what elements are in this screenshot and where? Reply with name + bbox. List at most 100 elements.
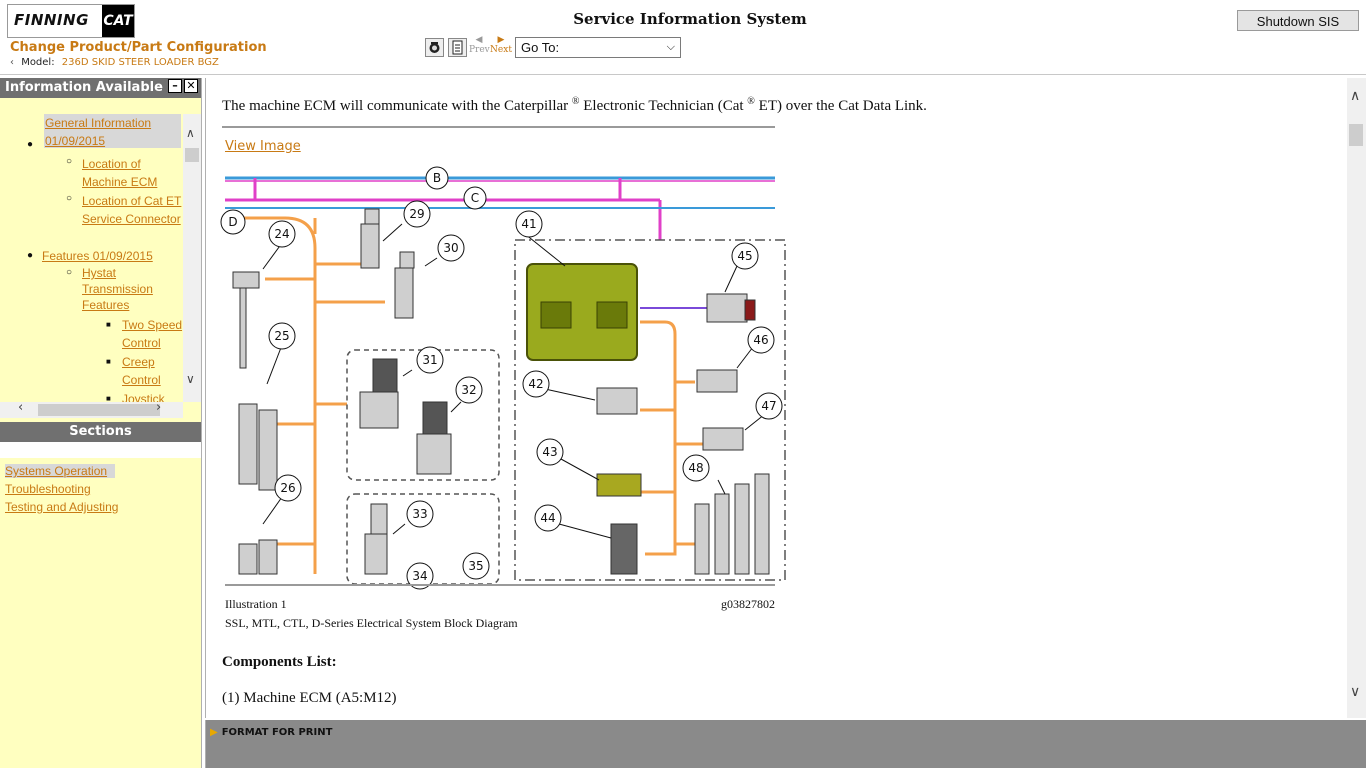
minimize-button[interactable]: –	[168, 79, 182, 93]
sections-separator	[0, 442, 201, 458]
circle-bullet-icon: ○	[66, 267, 73, 278]
tree-label-loc-ecm-line2: Machine ECM	[82, 175, 158, 189]
next-button[interactable]: ▶ Next	[490, 36, 512, 56]
toolbar-icon-button[interactable]	[425, 38, 444, 57]
illustration-caption: SSL, MTL, CTL, D-Series Electrical Syste…	[225, 616, 518, 630]
ecm-enclosure	[514, 239, 786, 581]
tree-item-location-machine-ecm[interactable]: Location of Machine ECM	[82, 155, 157, 191]
tree-item-general-information[interactable]: General Information 01/09/2015	[45, 114, 151, 150]
harness-wire	[265, 218, 317, 281]
information-tree: General Information 01/09/2015 ● ○ Locat…	[0, 114, 183, 406]
format-for-print-button[interactable]: ▶FORMAT FOR PRINT	[210, 727, 332, 738]
ecm-connector	[596, 301, 628, 329]
format-for-print-label: FORMAT FOR PRINT	[221, 727, 333, 738]
divider	[225, 584, 775, 586]
left-panel: Information Available – ✕ General Inform…	[0, 78, 202, 768]
tree-label-two-speed-line1: Two Speed	[122, 318, 183, 332]
goto-select[interactable]: Go To: ⌵	[515, 37, 681, 58]
change-configuration-link[interactable]: Change Product/Part Configuration	[10, 40, 267, 55]
scroll-thumb[interactable]	[185, 148, 199, 162]
arrow-right-icon: ▶	[210, 727, 218, 738]
tree-item-two-speed[interactable]: Two Speed Control	[122, 316, 182, 352]
tree-horizontal-scrollbar[interactable]: ‹ ›	[0, 400, 183, 418]
callout-24: 24	[268, 220, 296, 248]
callout-C: C	[463, 186, 487, 210]
section-systems-operation[interactable]: Systems Operation	[5, 464, 116, 478]
callout-29: 29	[403, 200, 431, 228]
valve-enclosure	[346, 493, 500, 585]
svg-text:45: 45	[737, 249, 752, 263]
electrical-block-diagram: B C D 24 29 30 25 31 32 26 33 34 35 41 4…	[220, 166, 786, 590]
print-bar: ▶FORMAT FOR PRINT	[205, 720, 1366, 768]
tree-label-loc-cat-line1: Location of Cat ET	[82, 194, 182, 208]
tree-item-features[interactable]: Features 01/09/2015	[42, 249, 153, 263]
goto-value: Go To:	[521, 40, 560, 55]
sections-list: Systems Operation Troubleshooting Testin…	[5, 462, 118, 516]
registered-mark: ®	[747, 96, 755, 107]
callout-group: B C D 24 29 30 25 31 32 26 33 34 35 41 4…	[220, 166, 783, 590]
view-image-link[interactable]: View Image	[225, 139, 301, 154]
callout-43: 43	[536, 438, 564, 466]
section-troubleshooting[interactable]: Troubleshooting	[5, 482, 91, 496]
document-icon-button[interactable]	[448, 38, 467, 57]
intro-paragraph: The machine ECM will communicate with th…	[222, 96, 927, 115]
section-testing-adjusting[interactable]: Testing and Adjusting	[5, 500, 119, 514]
chevron-left-icon[interactable]: ‹	[10, 57, 14, 68]
chevron-up-icon[interactable]: ∧	[1350, 88, 1361, 104]
component-item: (1) Machine ECM (A5:M12)	[222, 690, 397, 706]
machine-ecm	[526, 263, 638, 361]
document-icon	[452, 40, 463, 55]
tree-item-location-cat-et[interactable]: Location of Cat ET Service Connector	[82, 192, 181, 228]
chevron-down-icon[interactable]: ∨	[1350, 684, 1361, 700]
prev-arrow-icon: ◀	[475, 35, 483, 45]
bullet-icon: ●	[27, 250, 34, 261]
finning-logo-text: FINNING	[14, 11, 89, 29]
callout-32: 32	[455, 376, 483, 404]
scroll-thumb[interactable]	[38, 404, 160, 416]
app-title: Service Information System	[573, 10, 807, 28]
close-button[interactable]: ✕	[184, 79, 198, 93]
tree-label-general-line1: General Information	[45, 116, 152, 130]
circle-bullet-icon: ○	[66, 156, 73, 167]
callout-25: 25	[268, 322, 296, 350]
tree-item-creep[interactable]: Creep Control	[122, 353, 161, 389]
callout-42: 42	[522, 370, 550, 398]
finning-cat-logo: FINNING CAT	[7, 4, 135, 38]
chevron-right-icon[interactable]: ›	[156, 400, 162, 415]
svg-text:44: 44	[540, 511, 555, 525]
callout-44: 44	[534, 504, 562, 532]
camera-icon	[429, 42, 440, 53]
intro-text-a: The machine ECM will communicate with th…	[222, 98, 569, 114]
illustration-id: g03827802	[721, 597, 775, 611]
tree-vertical-scrollbar[interactable]: ∧ ∨	[183, 114, 201, 402]
tree-selection-highlight	[44, 114, 181, 148]
sections-header: Sections	[0, 422, 201, 442]
tree-item-hystat[interactable]: Hystat Transmission Features	[82, 265, 153, 313]
chevron-down-icon[interactable]: ∨	[186, 372, 195, 386]
shutdown-sis-button[interactable]: Shutdown SIS	[1237, 10, 1359, 31]
main-vertical-scrollbar[interactable]: ∧ ∨	[1347, 78, 1366, 718]
callout-33: 33	[406, 500, 434, 528]
callout-D: D	[220, 209, 246, 235]
model-line: ‹ Model: 236D SKID STEER LOADER BGZ	[10, 57, 219, 68]
circle-bullet-icon: ○	[66, 193, 73, 204]
harness-wire	[640, 320, 677, 556]
scroll-thumb[interactable]	[1349, 124, 1363, 146]
tree-label-hystat-line2: Transmission	[82, 282, 153, 296]
bullet-icon: ●	[27, 139, 34, 150]
prev-button[interactable]: ◀ Prev	[469, 35, 490, 56]
svg-text:31: 31	[422, 353, 437, 367]
callout-46: 46	[747, 326, 775, 354]
tree-label-creep-line1: Creep	[122, 355, 155, 369]
chevron-left-icon[interactable]: ‹	[18, 400, 24, 415]
chevron-up-icon[interactable]: ∧	[186, 126, 195, 140]
svg-text:43: 43	[542, 445, 557, 459]
leader-lines	[262, 223, 766, 539]
tree-label-loc-cat-line2: Service Connector	[82, 212, 181, 226]
square-bullet-icon: ■	[106, 320, 111, 329]
svg-text:D: D	[228, 215, 237, 229]
harness-wire	[225, 216, 317, 574]
svg-text:30: 30	[443, 241, 458, 255]
information-available-title: Information Available	[5, 80, 163, 95]
callout-35: 35	[462, 552, 490, 580]
